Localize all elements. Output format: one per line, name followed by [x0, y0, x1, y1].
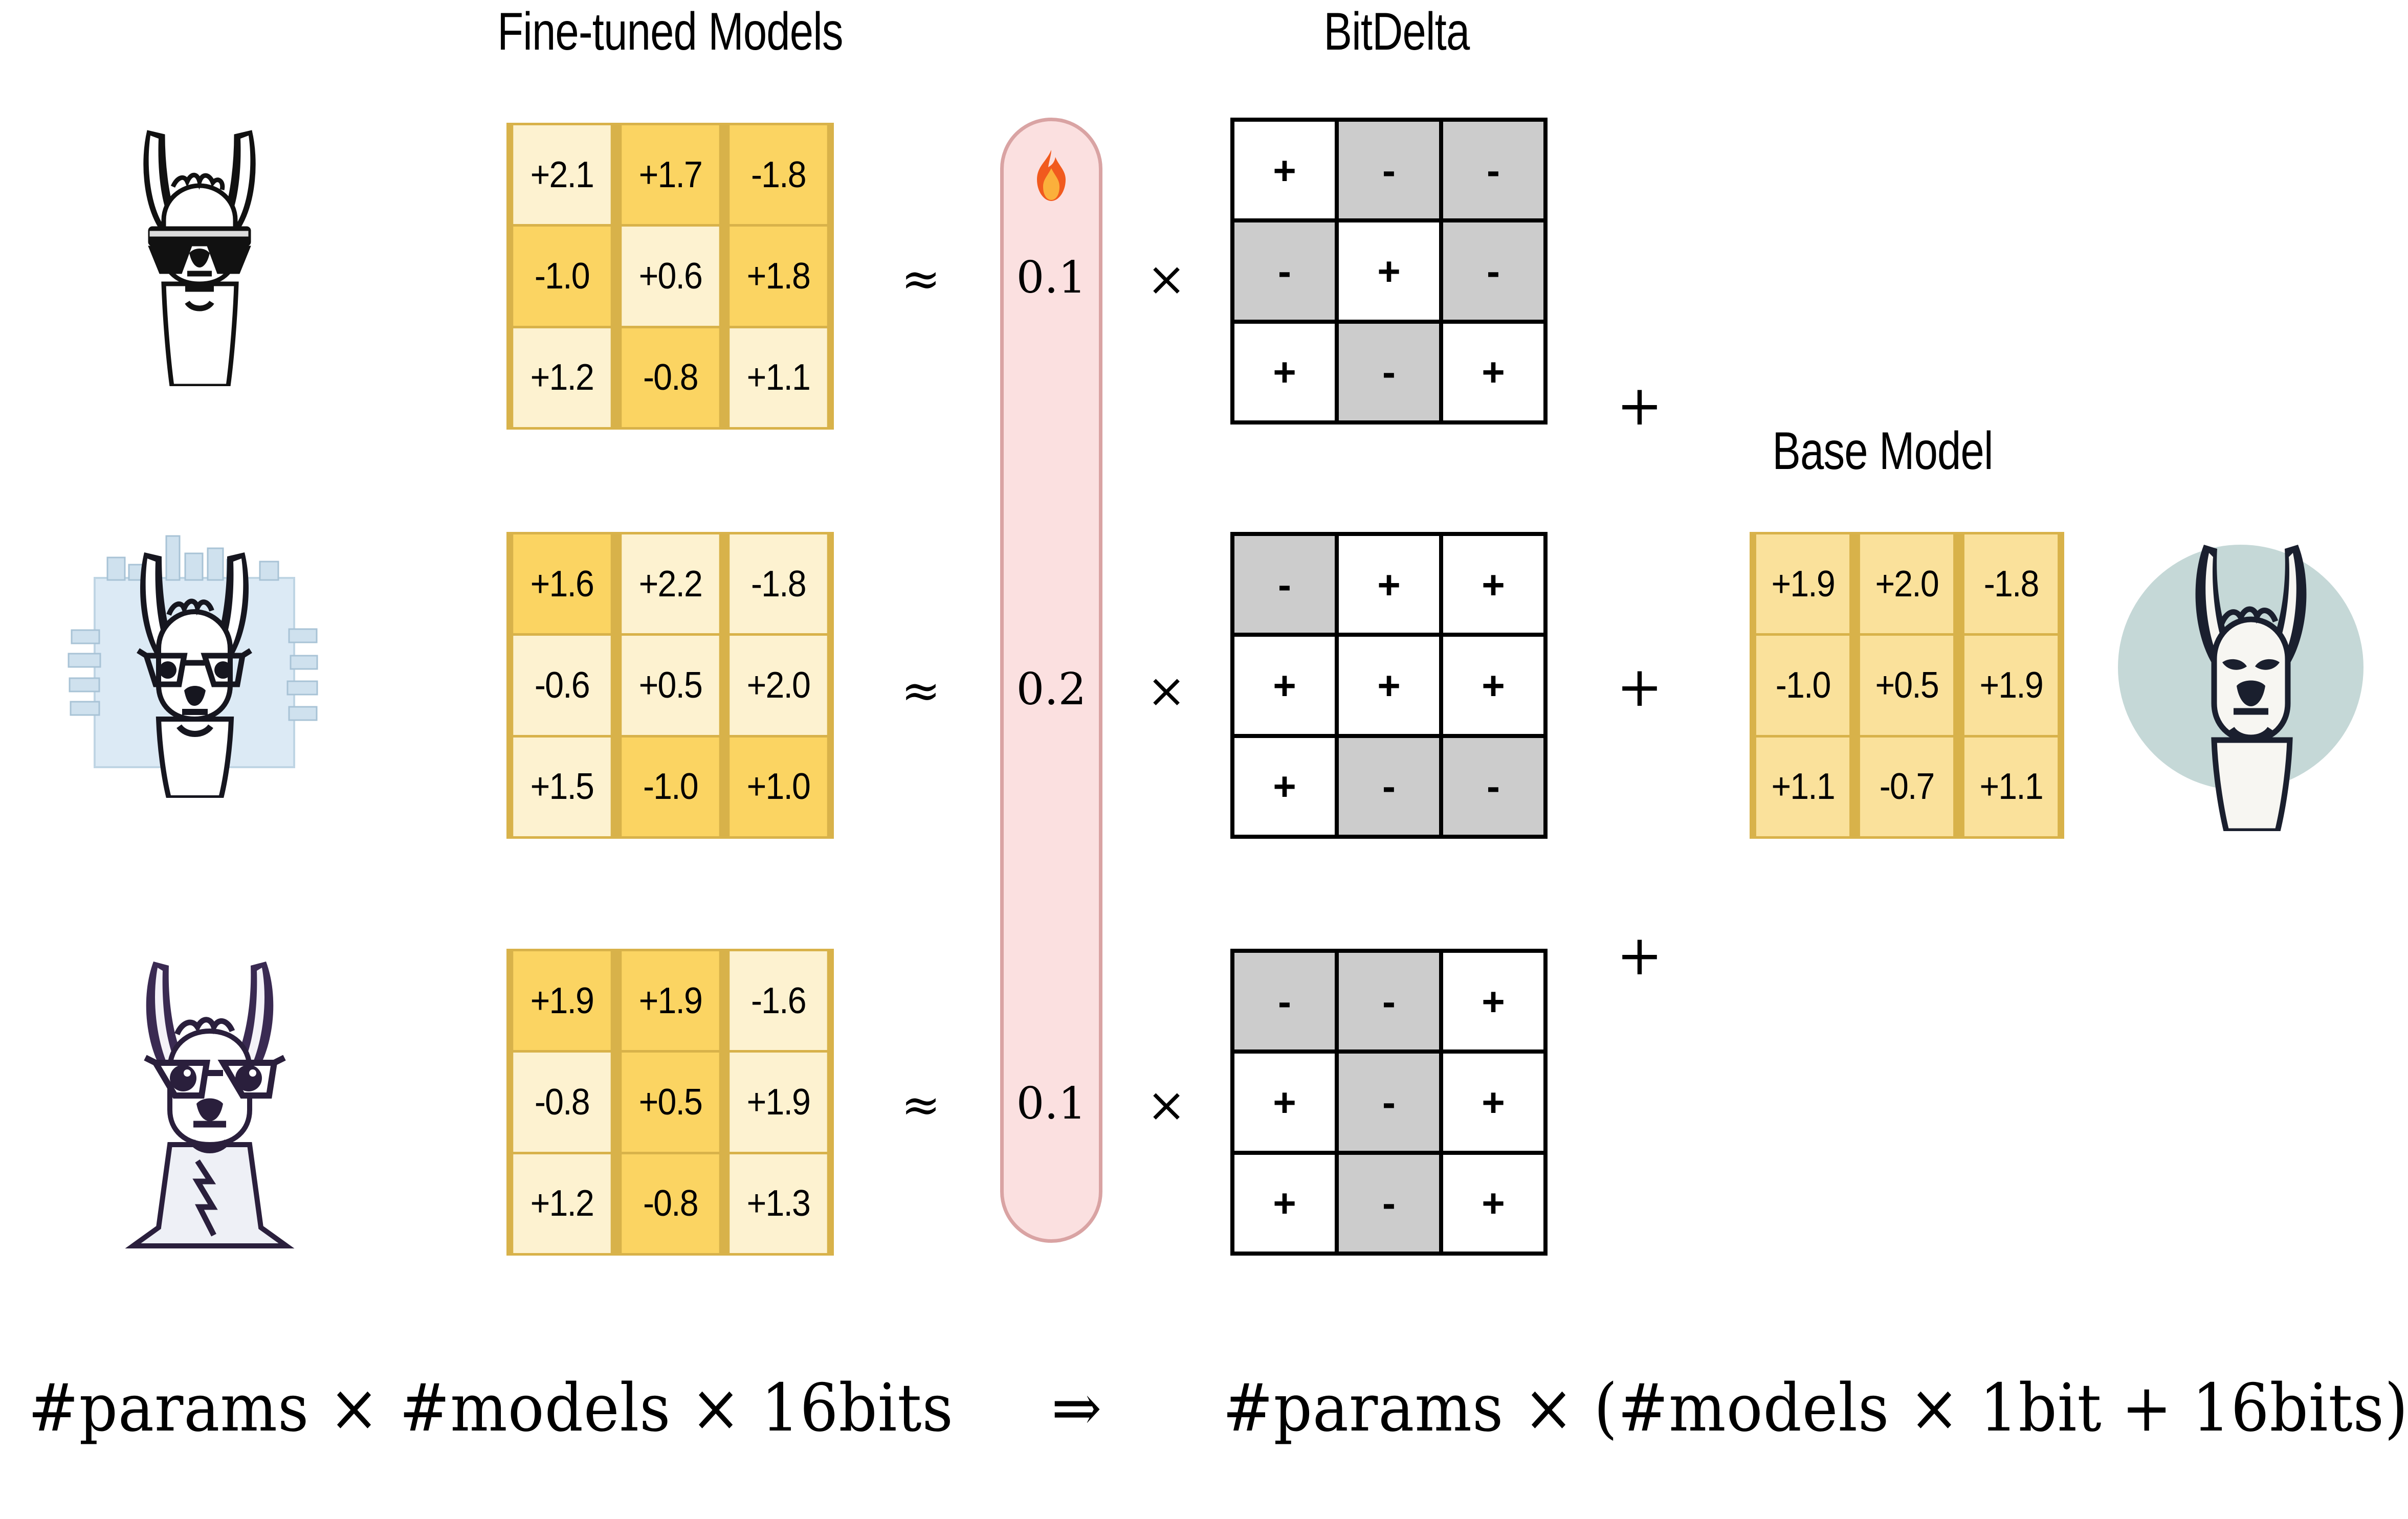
plus-operator-1: + [1616, 374, 1663, 438]
sign-cell: + [1339, 222, 1439, 320]
matrix-cell: +2.2 [621, 534, 719, 634]
times-operator-3: × [1146, 1078, 1186, 1132]
times-operator-2: × [1146, 663, 1186, 718]
sign-cell: + [1339, 536, 1439, 633]
scale-value-3: 0.1 [1016, 1078, 1087, 1129]
matrix-cell: +1.1 [730, 328, 827, 427]
matrix-cell: +0.5 [621, 636, 719, 735]
finetuned-delta-matrix-1: +2.1 +1.7 -1.8 -1.0 +0.6 +1.8 +1.2 -0.8 … [506, 123, 834, 430]
sign-cell: - [1339, 1154, 1439, 1252]
finetuned-delta-matrix-2: +1.6 +2.2 -1.8 -0.6 +0.5 +2.0 +1.5 -1.0 … [506, 532, 834, 839]
llama-sunglasses-avatar [87, 100, 312, 389]
matrix-cell: -0.8 [621, 328, 719, 427]
bitdelta-sign-matrix-2: - + + + + + + - - [1230, 532, 1548, 839]
sign-cell: - [1234, 953, 1335, 1050]
matrix-cell: +1.9 [513, 951, 611, 1051]
matrix-cell: +2.0 [730, 636, 827, 735]
formula-left: #params × #models × 16bits [28, 1370, 954, 1446]
formula-right: #params × (#models × 1bit + 16bits) [1223, 1370, 2408, 1446]
matrix-cell: +1.1 [1756, 737, 1850, 836]
sign-cell: - [1339, 738, 1439, 835]
matrix-cell: -1.6 [730, 951, 827, 1051]
sign-cell: - [1234, 222, 1335, 320]
matrix-cell: +0.6 [621, 227, 719, 326]
matrix-cell: -1.0 [513, 227, 611, 326]
matrix-cell: -0.7 [1860, 737, 1954, 836]
sign-cell: - [1339, 323, 1439, 420]
page-title-finetuned-models: Fine-tuned Models [497, 2, 843, 61]
matrix-cell: -1.0 [621, 737, 719, 836]
matrix-cell: -1.8 [730, 534, 827, 634]
matrix-cell: +1.1 [1964, 737, 2058, 836]
sign-cell: + [1234, 738, 1335, 835]
formula-arrow: ⇒ [1051, 1370, 1102, 1446]
matrix-cell: -1.0 [1756, 636, 1850, 735]
approx-operator-2: ≈ [901, 663, 941, 718]
approx-operator-1: ≈ [901, 252, 941, 306]
matrix-cell: -0.8 [621, 1154, 719, 1253]
matrix-cell: +0.5 [1860, 636, 1954, 735]
sign-cell: + [1443, 1054, 1543, 1151]
matrix-cell: +1.9 [1964, 636, 2058, 735]
scale-factor-pill [1000, 118, 1102, 1243]
scale-value-1: 0.1 [1016, 252, 1087, 303]
sign-cell: - [1339, 122, 1439, 219]
plus-operator-2: + [1616, 655, 1663, 719]
matrix-cell: +1.8 [730, 227, 827, 326]
sign-cell: + [1339, 637, 1439, 734]
sign-cell: + [1234, 122, 1335, 219]
matrix-cell: -0.8 [513, 1053, 611, 1152]
approx-operator-3: ≈ [901, 1078, 941, 1132]
matrix-cell: -0.6 [513, 636, 611, 735]
matrix-cell: +0.5 [621, 1053, 719, 1152]
plus-operator-3: + [1616, 924, 1663, 988]
matrix-cell: +1.9 [621, 951, 719, 1051]
sign-cell: + [1443, 536, 1543, 633]
sign-cell: - [1339, 1054, 1439, 1151]
matrix-cell: +1.2 [513, 1154, 611, 1253]
sign-cell: + [1234, 323, 1335, 420]
matrix-cell: +2.0 [1860, 534, 1954, 634]
scale-value-2: 0.2 [1016, 664, 1087, 715]
matrix-cell: +1.7 [621, 125, 719, 225]
sign-cell: + [1443, 953, 1543, 1050]
sign-cell: - [1443, 222, 1543, 320]
matrix-cell: +1.0 [730, 737, 827, 836]
sign-cell: + [1234, 1054, 1335, 1151]
matrix-cell: +1.5 [513, 737, 611, 836]
base-model-matrix: +1.9 +2.0 -1.8 -1.0 +0.5 +1.9 +1.1 -0.7 … [1750, 532, 2064, 839]
matrix-cell: -1.8 [730, 125, 827, 225]
matrix-cell: +1.2 [513, 328, 611, 427]
llama-hipster-avatar [77, 941, 343, 1258]
matrix-cell: +2.1 [513, 125, 611, 225]
sign-cell: + [1234, 637, 1335, 734]
page-title-bitdelta: BitDelta [1323, 2, 1470, 61]
sign-cell: + [1443, 1154, 1543, 1252]
sign-cell: + [1443, 323, 1543, 420]
matrix-cell: -1.8 [1964, 534, 2058, 634]
matrix-cell: +1.3 [730, 1154, 827, 1253]
llama-glasses-books-avatar [56, 522, 333, 800]
bitdelta-sign-matrix-3: - - + + - + + - + [1230, 949, 1548, 1256]
sign-cell: + [1234, 1154, 1335, 1252]
sign-cell: - [1234, 536, 1335, 633]
sign-cell: - [1443, 738, 1543, 835]
flame-icon [1037, 150, 1066, 201]
bitdelta-sign-matrix-1: + - - - + - + - + [1230, 118, 1548, 425]
finetuned-delta-matrix-3: +1.9 +1.9 -1.6 -0.8 +0.5 +1.9 +1.2 -0.8 … [506, 949, 834, 1256]
page-title-base-model: Base Model [1772, 421, 1993, 481]
times-operator-1: × [1146, 252, 1186, 306]
sign-cell: + [1443, 637, 1543, 734]
matrix-cell: +1.6 [513, 534, 611, 634]
llama-base-avatar [2113, 534, 2389, 831]
matrix-cell: +1.9 [730, 1053, 827, 1152]
sign-cell: - [1443, 122, 1543, 219]
sign-cell: - [1339, 953, 1439, 1050]
matrix-cell: +1.9 [1756, 534, 1850, 634]
